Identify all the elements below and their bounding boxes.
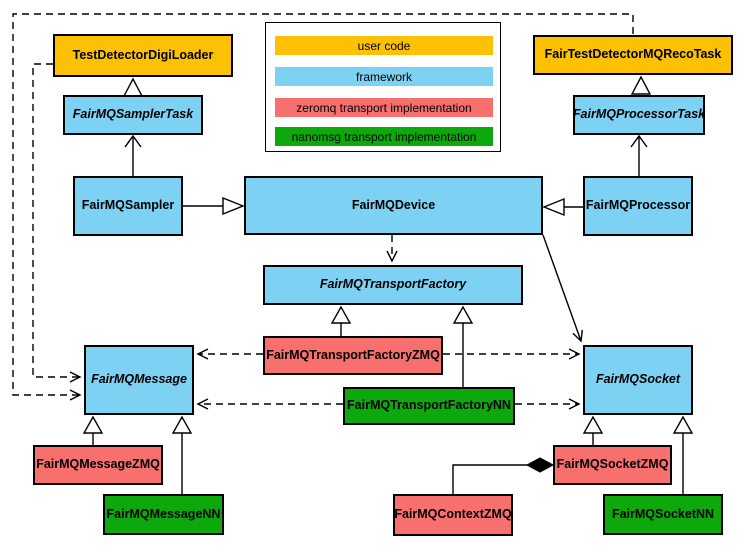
node-fairmqtransportfactorynn: FairMQTransportFactoryNN [343, 387, 515, 425]
edge-processor-to-processortask [630, 134, 648, 176]
triangle-messagenn-message [171, 415, 193, 434]
edge-recotask-to-message [12, 13, 634, 401]
legend-item-nanomsg: nanomsg transport implementation [275, 127, 493, 146]
edge-device-to-socket [542, 234, 584, 343]
triangle-messagezmq-message [82, 415, 104, 434]
node-fairmqprocessortask: FairMQProcessorTask [573, 95, 705, 135]
edge-sampler-to-samplertask [124, 134, 142, 176]
triangle-sampler-device [222, 196, 245, 216]
node-fairmqmessagenn: FairMQMessageNN [103, 494, 224, 535]
node-fairmqtransportfactory: FairMQTransportFactory [263, 265, 523, 305]
legend-item-framework: framework [275, 67, 493, 86]
node-fairmqsocketzmq: FairMQSocketZMQ [553, 445, 672, 485]
triangle-samplertask-digiloader [122, 77, 144, 97]
node-fairmqprocessor: FairMQProcessor [583, 176, 693, 236]
node-fairmqtransportfactoryzmq: FairMQTransportFactoryZMQ [263, 336, 443, 375]
diamond-composition-icon [525, 457, 555, 473]
node-fairmqsampler: FairMQSampler [73, 176, 183, 236]
triangle-socketnn-socket [672, 415, 694, 434]
node-fairmqmessagezmq: FairMQMessageZMQ [33, 445, 163, 485]
triangle-socketzmq-socket [582, 415, 604, 434]
triangle-tfnn-tf [452, 305, 474, 324]
node-fairtestdetectormqrecotask: FairTestDetectorMQRecoTask [533, 35, 733, 75]
legend-item-zeromq: zeromq transport implementation [275, 98, 493, 117]
node-fairmqsocket: FairMQSocket [583, 345, 693, 415]
edge-socketzmq-contextzmq [452, 464, 528, 494]
legend: user code framework zeromq transport imp… [265, 22, 501, 152]
node-fairmqcontextzmq: FairMQContextZMQ [393, 494, 513, 536]
node-fairmqsamplertask: FairMQSamplerTask [63, 95, 203, 135]
node-fairmqsocketnn: FairMQSocketNN [603, 494, 723, 535]
node-fairmqdevice: FairMQDevice [244, 176, 543, 235]
node-fairmqmessage: FairMQMessage [84, 345, 194, 415]
triangle-processortask-recotask [630, 75, 652, 95]
node-testdetectordigiloader: TestDetectorDigiLoader [53, 34, 233, 77]
legend-item-user-code: user code [275, 36, 493, 55]
triangle-processor-device [542, 197, 565, 217]
triangle-tfzmq-tf [330, 305, 352, 324]
